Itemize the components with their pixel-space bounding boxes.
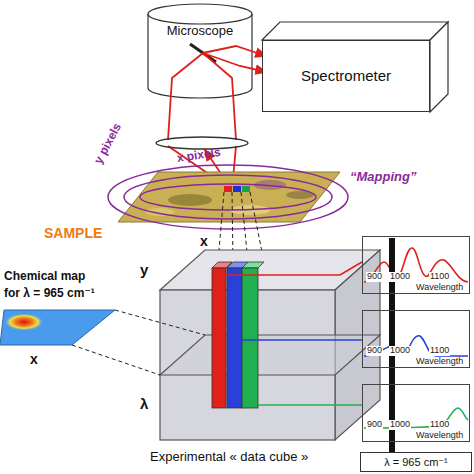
axis-title: Wavelength	[415, 357, 464, 367]
map-projection	[72, 310, 205, 375]
column-leads	[226, 262, 362, 405]
pixel-green	[242, 186, 250, 192]
sample-label: SAMPLE	[44, 226, 102, 241]
tick-label: 1100	[429, 272, 450, 282]
map-title: Chemical map	[4, 270, 85, 283]
spectrometer-box: Spectrometer	[262, 40, 430, 112]
microscope-label: Microscope	[150, 22, 250, 40]
axis-title: Wavelength	[415, 431, 464, 441]
mapping-path	[108, 165, 348, 229]
spectra-curves	[364, 248, 468, 428]
tick-label: 900	[366, 420, 383, 430]
axis-label: x	[200, 234, 208, 249]
node-label: λ = 965 cm⁻¹	[384, 456, 448, 468]
spectrum-panel: 900 1000 1100Wavelength	[362, 384, 470, 442]
spectrum-panel: 900 1000 1100Wavelength	[362, 236, 470, 294]
spectral-columns	[212, 262, 264, 408]
axis-label: y	[140, 262, 148, 279]
axis-label: λ	[140, 396, 148, 413]
tick-label: 1000	[389, 420, 411, 430]
light-path	[168, 46, 266, 190]
node-label: Microscope	[167, 24, 233, 38]
pixel-blue	[233, 186, 241, 192]
axis-label: y pixels	[92, 121, 124, 166]
tick-label: 1000	[389, 346, 411, 356]
spectrum-panel: 900 1000 1100Wavelength	[362, 310, 470, 368]
tick-label: 900	[366, 346, 383, 356]
data-cube	[160, 250, 380, 440]
objective-lens	[156, 137, 248, 149]
wavelength-box: λ = 965 cm⁻¹	[360, 452, 472, 472]
chemical-map	[0, 310, 115, 345]
tick-label: 1000	[389, 272, 411, 282]
pixel-red	[224, 186, 232, 192]
map-title: for λ = 965 cm⁻¹	[4, 287, 95, 300]
cube-caption: Experimental « data cube »	[150, 450, 308, 464]
tick-label: 900	[366, 272, 383, 282]
axis-title: Wavelength	[415, 283, 464, 293]
axis-label: x pixels	[176, 146, 221, 165]
spectrometer-faces	[262, 22, 448, 112]
tick-label: 1100	[429, 346, 450, 356]
sample-plane	[118, 172, 340, 222]
node-label: Spectrometer	[301, 68, 391, 85]
process-label: “Mapping”	[350, 170, 416, 184]
tick-label: 1100	[429, 420, 450, 430]
microscope-body	[148, 4, 252, 98]
axis-label: x	[30, 352, 38, 367]
